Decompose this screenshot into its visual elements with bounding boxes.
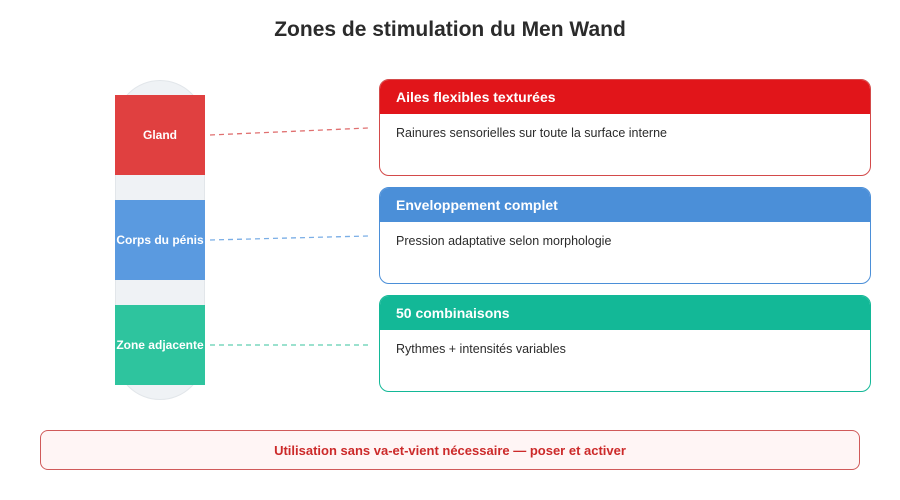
card-description: Pression adaptative selon morphologie xyxy=(396,234,612,248)
connector-line-2 xyxy=(209,235,369,241)
feature-card-enveloppement: Enveloppement complet Pression adaptativ… xyxy=(379,187,871,284)
card-heading: 50 combinaisons xyxy=(380,296,870,330)
feature-card-combinaisons: 50 combinaisons Rythmes + intensités var… xyxy=(379,295,871,392)
connector-line-1 xyxy=(209,127,369,136)
usage-banner: Utilisation sans va-et-vient nécessaire … xyxy=(40,430,860,470)
card-description: Rainures sensorielles sur toute la surfa… xyxy=(396,126,667,140)
diagram-title: Zones de stimulation du Men Wand xyxy=(274,18,626,41)
card-description: Rythmes + intensités variables xyxy=(396,342,566,356)
feature-card-ailes: Ailes flexibles texturées Rainures senso… xyxy=(379,79,871,176)
zone-adjacente: Zone adjacente xyxy=(115,305,205,385)
card-heading: Ailes flexibles texturées xyxy=(380,80,870,114)
card-heading: Enveloppement complet xyxy=(380,188,870,222)
zone-corps: Corps du pénis xyxy=(115,200,205,280)
zone-gland: Gland xyxy=(115,95,205,175)
